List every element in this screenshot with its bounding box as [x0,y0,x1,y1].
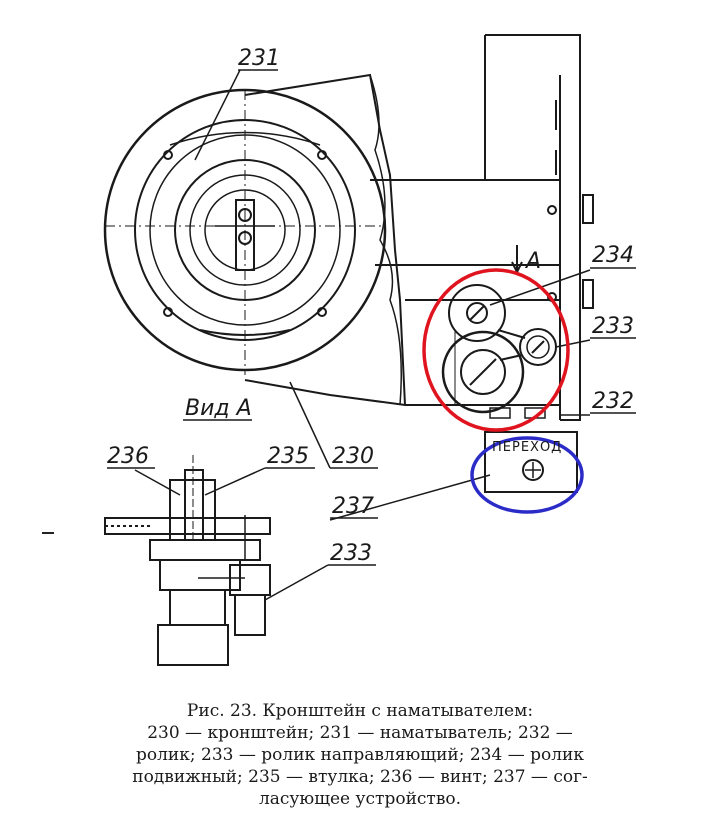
caption-line: 230 — кронштейн; 231 — наматыватель; 232… [147,723,573,743]
callout-233-lower: 233 [330,541,372,566]
highlight-blue-ellipse [470,436,584,514]
figure-caption: Рис. 23. Кронштейн с наматывателем: 230 … [60,700,660,810]
roller-232 [441,330,525,414]
callout-235: 235 [267,444,309,469]
roller-234 [448,284,506,342]
roller-233 [519,328,557,366]
winder-231 [103,88,387,375]
callout-232: 232 [592,389,634,414]
view-label: Вид А [185,396,252,421]
technical-drawing: 231 234 233 232 236 235 230 237 233 Вид … [103,34,636,666]
bracket-arm [370,179,560,406]
bolt [547,205,557,215]
arrow-label: А [524,249,541,274]
callout-236: 236 [107,444,149,469]
side-plate [484,34,581,421]
plate-tab-bottom [582,279,594,309]
lower-section [104,455,271,666]
caption-line: ласующее устройство. [258,789,462,809]
callout-234: 234 [592,243,634,268]
break-line [369,74,402,406]
callout-230: 230 [332,444,374,469]
caption-line: подвижный; 235 — втулка; 236 — винт; 237… [132,767,588,787]
highlight-red-ellipse [422,268,570,432]
device-label: ПЕРЕХОД [492,440,562,455]
callout-231: 231 [238,46,280,71]
callout-237: 237 [332,494,374,519]
roller-link [497,329,526,361]
margin-dash [42,532,54,534]
caption-line: Рис. 23. Кронштейн с наматывателем: [186,701,534,721]
callout-233: 233 [592,314,634,339]
plate-tab-top [582,194,594,224]
bracket-outline [244,73,407,407]
caption-line: ролик; 233 — ролик направляющий; 234 — р… [136,745,584,765]
